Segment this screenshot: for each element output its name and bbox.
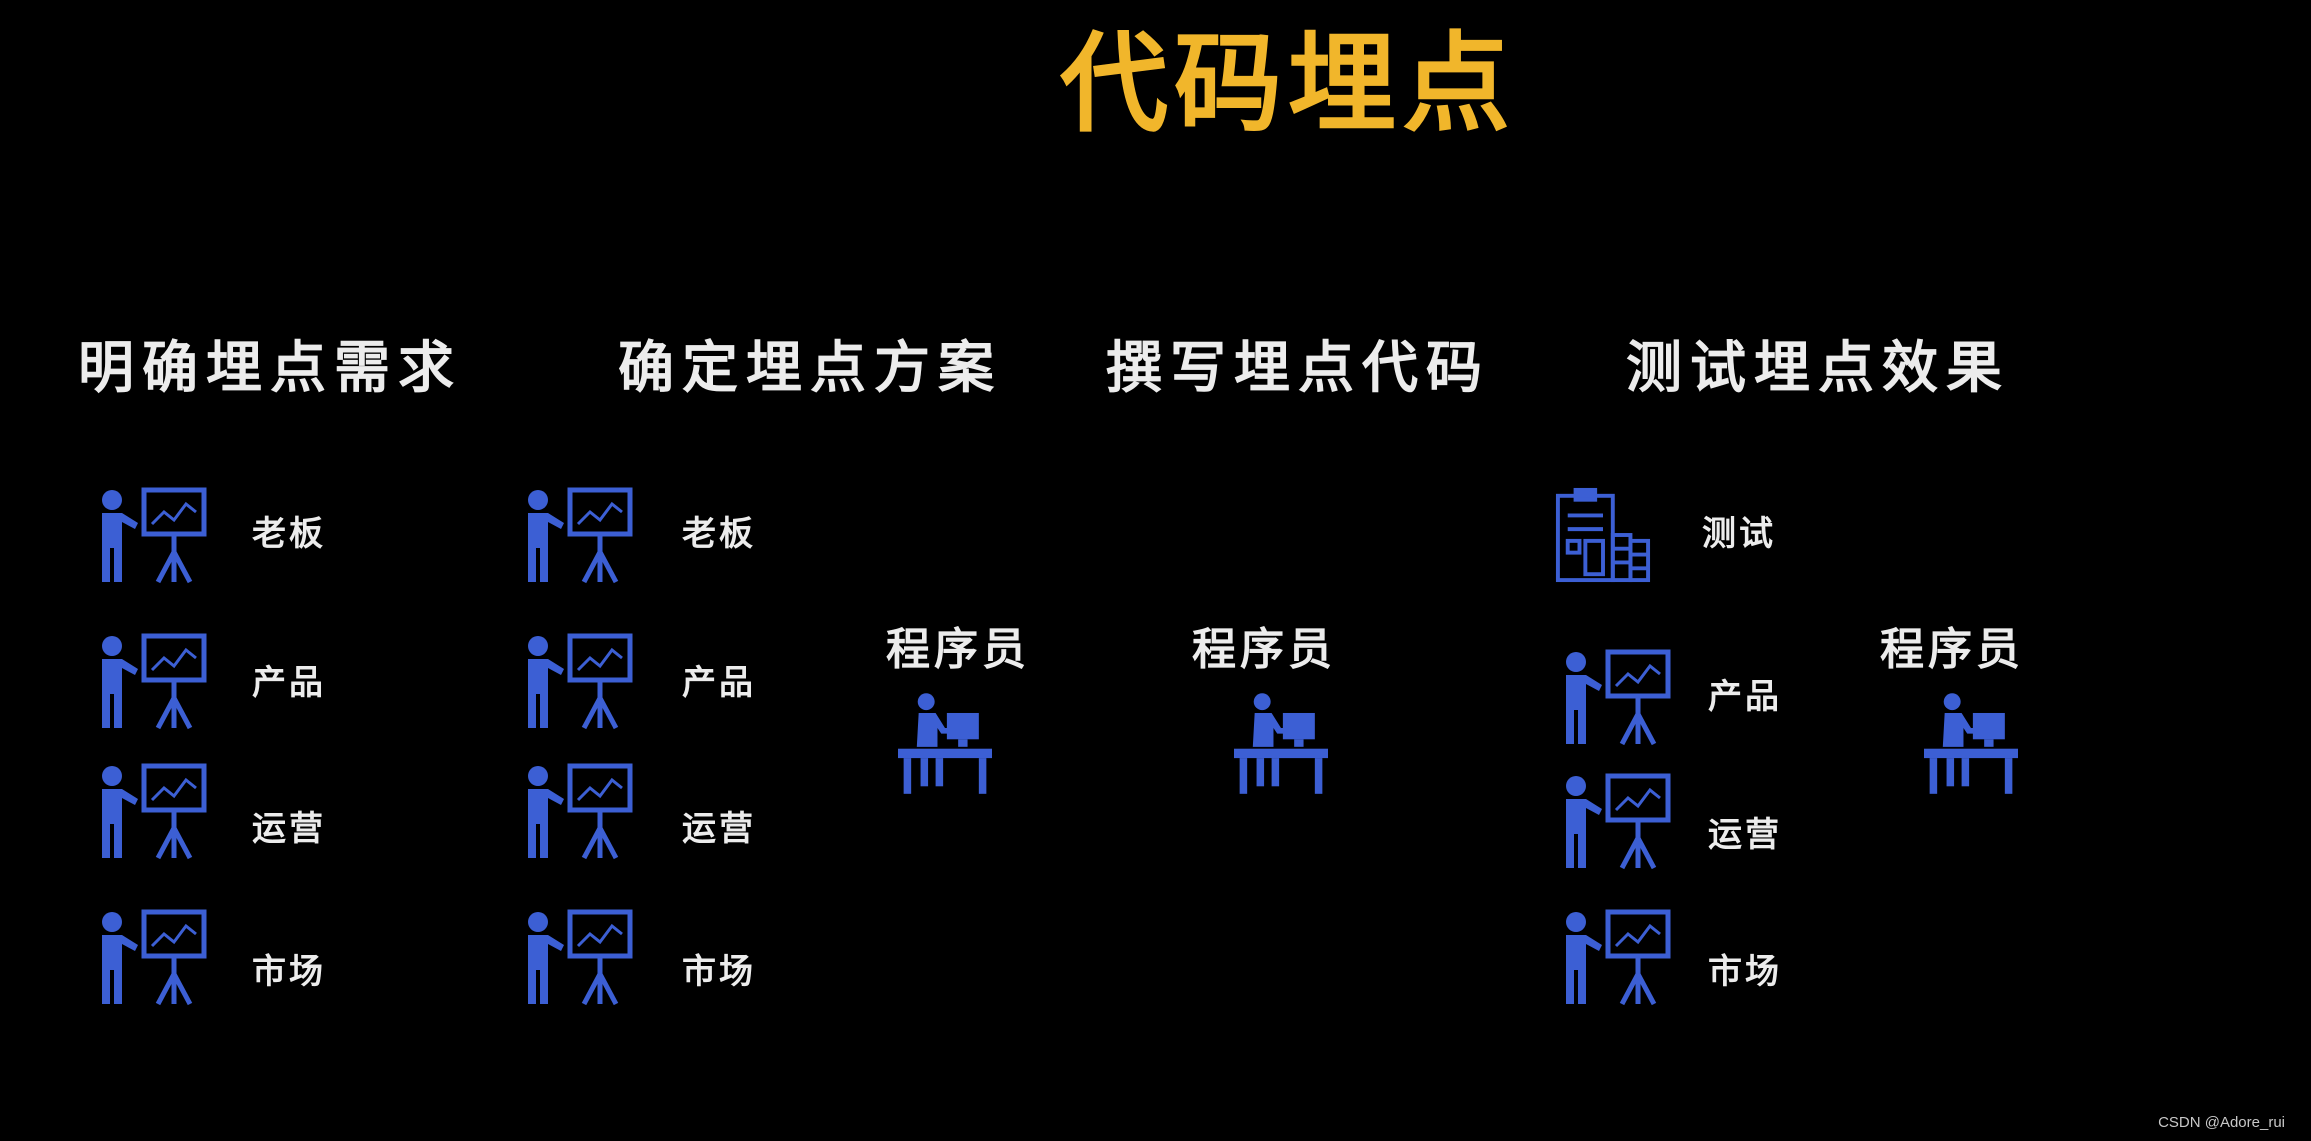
role-label: 运营	[1708, 815, 1782, 855]
role-label: 测试	[1702, 514, 1776, 554]
role-label: 运营	[682, 809, 756, 849]
test-report-icon	[1554, 486, 1652, 584]
programmer-at-desk-icon	[898, 692, 992, 796]
presenter-icon	[518, 632, 638, 732]
programmer-at-desk-icon	[1234, 692, 1328, 796]
programmer-at-desk-icon	[1924, 692, 2018, 796]
presenter-icon	[92, 632, 212, 732]
step-test-effect: 测试埋点效果	[1626, 335, 2010, 401]
role-label: 市场	[252, 952, 326, 992]
presenter-icon	[92, 486, 212, 586]
step-determine-plan: 确定埋点方案	[618, 335, 1002, 401]
role-label: 产品	[252, 663, 326, 703]
step-write-code: 撰写埋点代码	[1106, 335, 1490, 401]
presenter-icon	[92, 908, 212, 1008]
role-label: 运营	[252, 809, 326, 849]
programmer-label: 程序员	[886, 624, 1030, 675]
role-label: 市场	[682, 952, 756, 992]
presenter-icon	[92, 762, 212, 862]
presenter-icon	[1556, 772, 1676, 872]
role-label: 老板	[682, 514, 756, 554]
presenter-icon	[1556, 648, 1676, 748]
programmer-label: 程序员	[1880, 624, 2024, 675]
role-label: 市场	[1708, 952, 1782, 992]
presenter-icon	[518, 908, 638, 1008]
programmer-label: 程序员	[1192, 624, 1336, 675]
role-label: 老板	[252, 514, 326, 554]
step-define-requirements: 明确埋点需求	[78, 335, 462, 401]
page-title: 代码埋点	[1060, 21, 1517, 147]
watermark: CSDN @Adore_rui	[2158, 1114, 2285, 1131]
role-label: 产品	[1708, 677, 1782, 717]
presenter-icon	[1556, 908, 1676, 1008]
presenter-icon	[518, 762, 638, 862]
presenter-icon	[518, 486, 638, 586]
role-label: 产品	[682, 663, 756, 703]
